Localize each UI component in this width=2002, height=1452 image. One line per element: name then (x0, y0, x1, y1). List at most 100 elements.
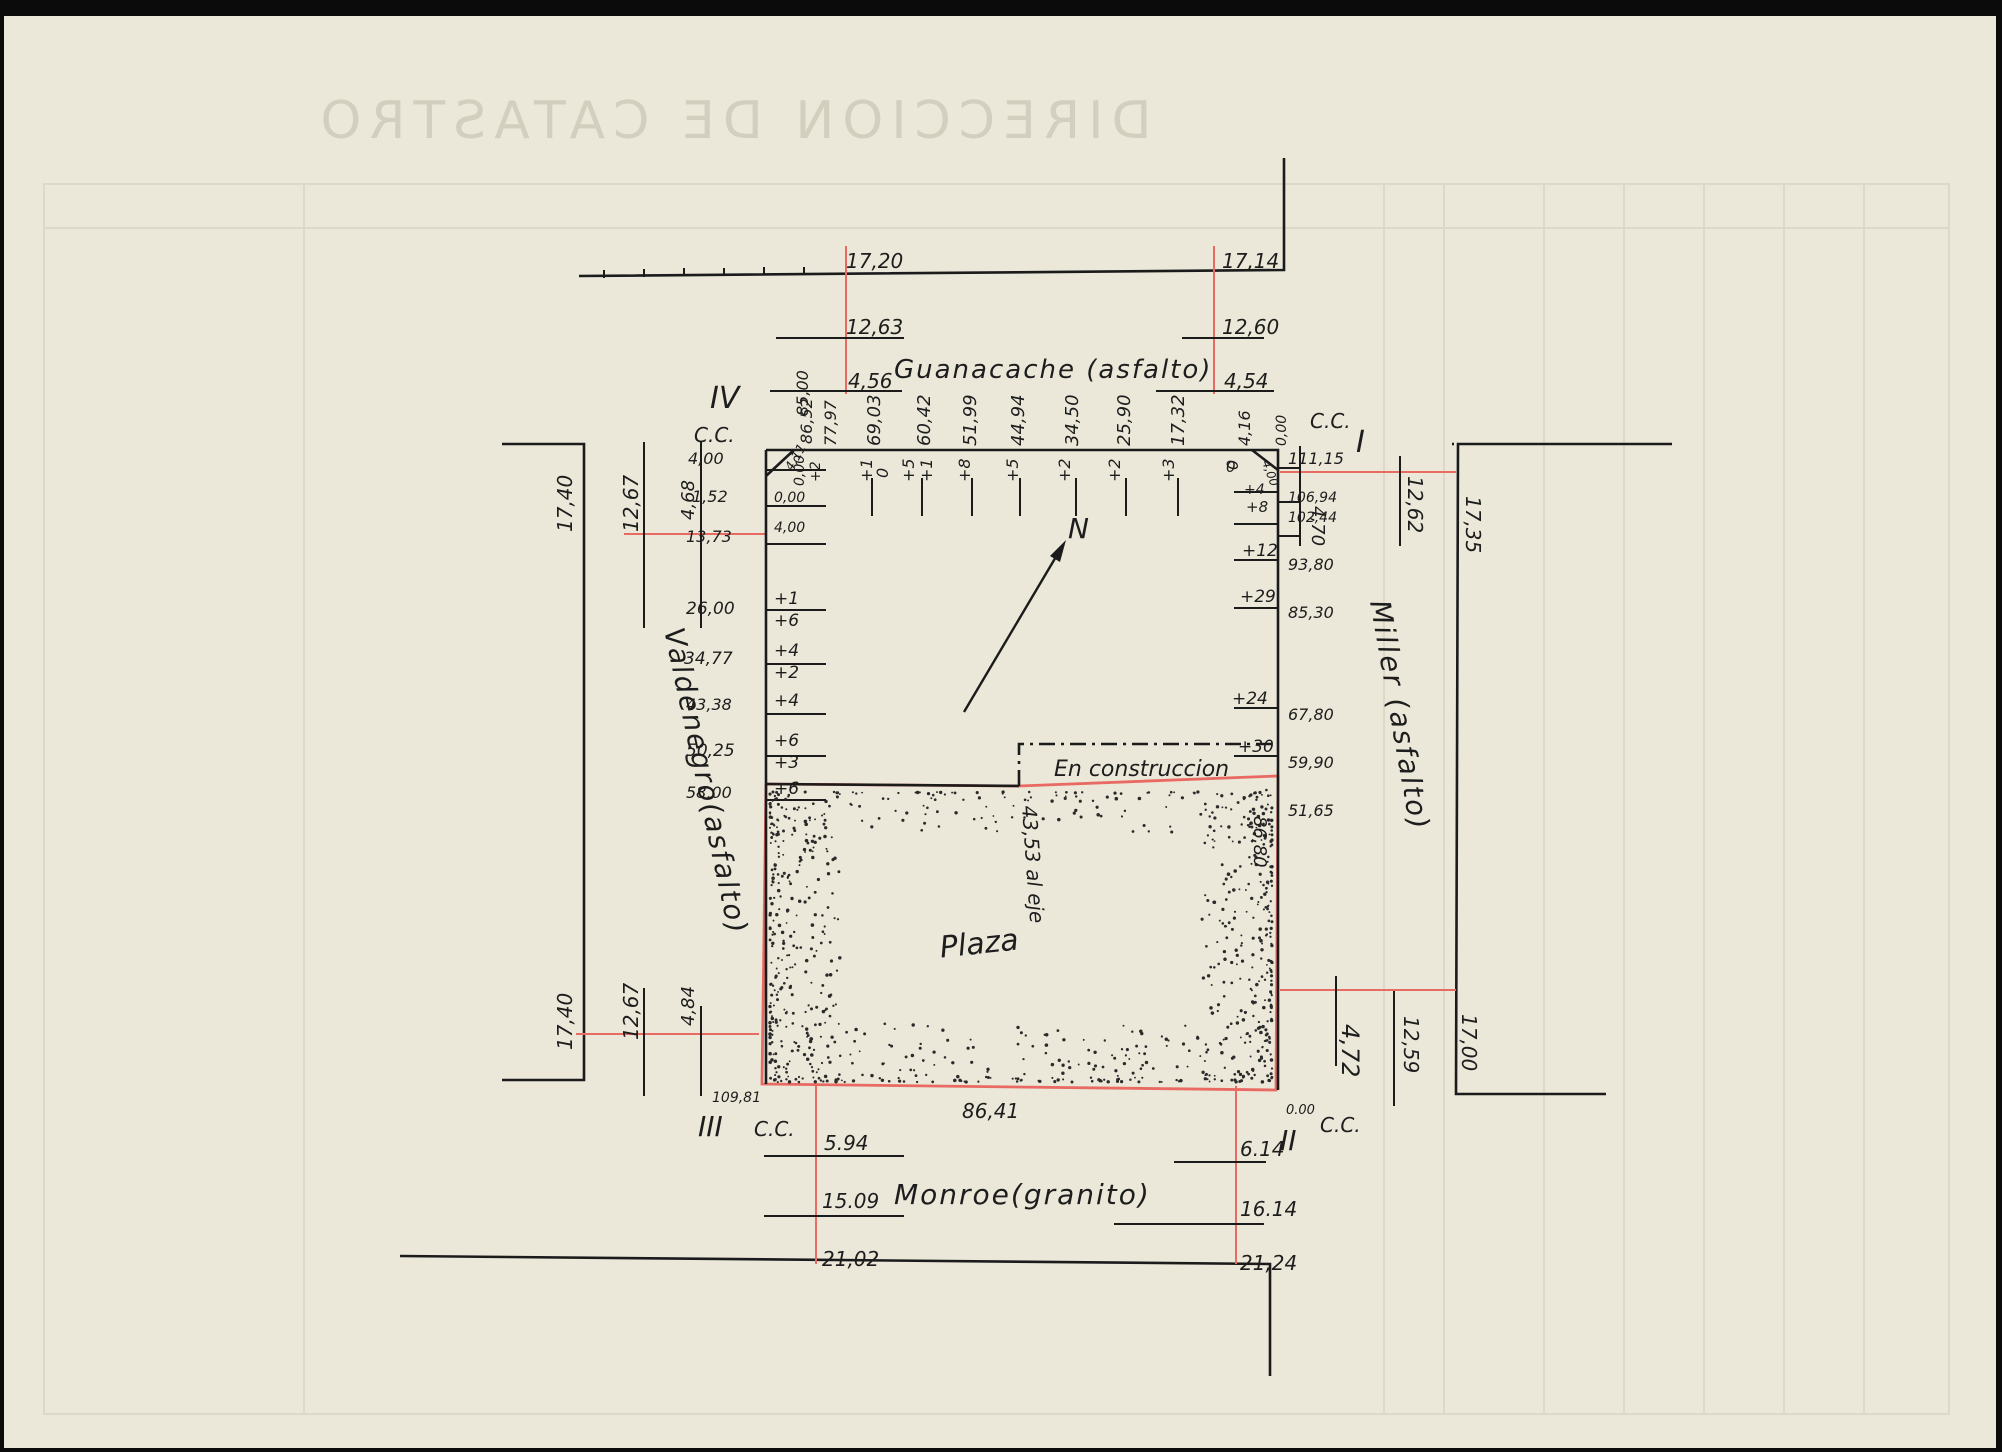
stipple-dot (804, 970, 808, 974)
stipple-dot (1031, 1044, 1035, 1048)
stipple-dot (786, 1062, 790, 1066)
stipple-dot (1263, 978, 1267, 981)
stipple-dot (1256, 814, 1261, 819)
stipple-dot (1219, 1042, 1223, 1046)
stipple-dot (836, 791, 840, 795)
stipple-dot (1250, 989, 1253, 992)
stipple-dot (1093, 1064, 1098, 1068)
stipple-dot (1239, 977, 1242, 980)
stipple-dot (824, 826, 828, 830)
north-off-4a: +8 (955, 458, 974, 482)
stipple-dot (833, 856, 837, 860)
stipple-dot (777, 1075, 781, 1079)
stipple-dot (771, 876, 775, 880)
stipple-dot (1001, 792, 1004, 795)
stipple-dot (823, 1074, 828, 1079)
stipple-dot (793, 1041, 796, 1043)
stipple-dot (1120, 1080, 1124, 1084)
stipple-dot (769, 1010, 773, 1013)
stipple-dot (931, 793, 935, 797)
stipple-dot (924, 813, 927, 816)
north-width-right-1: 17,14 (1222, 249, 1279, 273)
stipple-dot (843, 1080, 846, 1084)
stipple-dot (1257, 1020, 1261, 1024)
stipple-dot (793, 829, 797, 833)
east-off-3: +8 (1246, 498, 1268, 516)
stipple-dot (769, 982, 773, 986)
stipple-dot (954, 811, 958, 815)
stipple-dot (1137, 796, 1142, 801)
stipple-dot (932, 1050, 936, 1054)
stipple-dot (824, 799, 828, 804)
stipple-dot (832, 790, 836, 794)
stipple-dot (812, 1076, 815, 1079)
stipple-dot (802, 1052, 807, 1057)
stipple-dot (1255, 798, 1258, 802)
stipple-dot (915, 1080, 919, 1084)
stipple-dot (1259, 938, 1263, 943)
stipple-dot (1265, 890, 1268, 894)
west-prog-4: 26,00 (686, 599, 735, 619)
stipple-dot (1269, 1011, 1272, 1014)
stipple-dot (851, 791, 854, 794)
stipple-dot (1199, 1055, 1202, 1058)
stipple-dot (1023, 1072, 1026, 1076)
stipple-dot (1257, 900, 1260, 904)
stipple-dot (828, 1014, 832, 1018)
stipple-dot (1225, 936, 1229, 940)
stipple-dot (1204, 1043, 1208, 1046)
stipple-dot (1269, 810, 1273, 814)
stipple-dot (775, 790, 779, 794)
stipple-dot (1044, 1033, 1049, 1037)
stipple-dot (1268, 1079, 1272, 1083)
stipple-dot (946, 1038, 950, 1042)
stipple-dot (863, 1032, 867, 1036)
stipple-dot (805, 1057, 810, 1062)
stipple-dot (1260, 975, 1264, 978)
stipple-dot (773, 896, 776, 900)
stipple-dot (780, 1040, 783, 1043)
offset-ticks (766, 467, 1300, 801)
stipple-dot (788, 985, 792, 990)
stipple-dot (819, 1035, 822, 1038)
stipple-dot (1270, 1067, 1274, 1070)
stipple-dot (782, 939, 785, 943)
stipple-dot (774, 1018, 778, 1022)
stipple-dot (1250, 1076, 1254, 1080)
stipple-dot (1180, 796, 1185, 800)
north-prog-6: 51,99 (960, 394, 981, 446)
stipple-dot (796, 1048, 800, 1052)
stipple-dot (1269, 870, 1273, 874)
stipple-dot (1218, 919, 1221, 922)
stipple-dot (1222, 1038, 1225, 1041)
north-off-3a: +5 (899, 458, 918, 482)
stipple-dot (779, 1019, 782, 1022)
stipple-dot (1258, 790, 1262, 795)
stipple-dot (1262, 1005, 1266, 1010)
stipple-dot (1024, 1034, 1027, 1037)
stipple-dot (1270, 1075, 1274, 1079)
stipple-dot (887, 1079, 891, 1083)
stipple-dot (1246, 817, 1251, 821)
stipple-dot (1270, 960, 1274, 965)
stipple-dot (822, 822, 826, 826)
stipple-dot (911, 1023, 915, 1027)
stipple-dot (1181, 1042, 1186, 1046)
stipple-dot (817, 1076, 821, 1080)
stipple-dot (780, 874, 784, 878)
stipple-dot (1213, 966, 1216, 969)
stipple-dot (972, 817, 976, 821)
street-name-south: Monroe(granito) (894, 1178, 1151, 1211)
stipple-dot (768, 911, 772, 915)
stipple-dot (1120, 815, 1124, 818)
stipple-dot (769, 805, 773, 809)
north-prog-7: 44,94 (1008, 394, 1029, 446)
stipple-dot (966, 1046, 970, 1050)
stipple-dot (805, 885, 808, 888)
stipple-dot (772, 1020, 775, 1024)
stipple-dot (870, 825, 874, 829)
stipple-dot (1012, 804, 1015, 807)
stipple-dot (1233, 910, 1237, 913)
stipple-dot (808, 816, 812, 820)
stipple-dot (789, 882, 793, 886)
